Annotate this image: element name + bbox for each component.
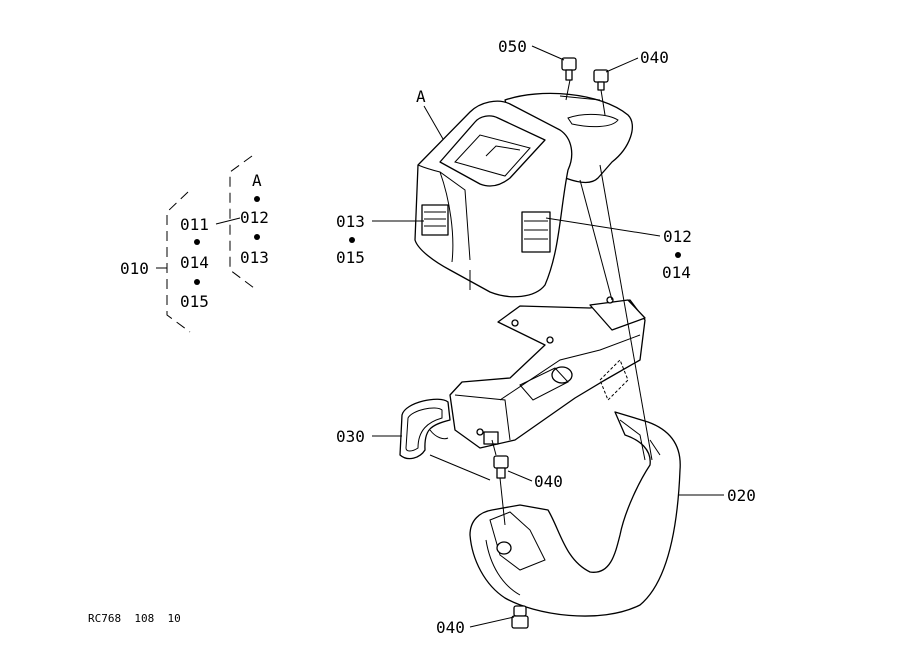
label-040-mid: 040 <box>534 472 563 491</box>
label-040-bot: 040 <box>436 618 465 637</box>
label-a-callout: A <box>416 87 426 106</box>
label-014: 014 <box>662 263 691 282</box>
legend-main-bracket <box>166 191 191 333</box>
upper-cover-part <box>414 92 633 298</box>
lower-cover-part <box>469 411 681 617</box>
legend-group-a-title: A <box>252 171 262 190</box>
bolt-040-mid <box>493 455 509 479</box>
label-012: 012 <box>663 227 692 246</box>
legend-group-a-item-1: 012 <box>240 208 269 227</box>
label-030: 030 <box>336 427 365 446</box>
bracket-frame-part <box>449 296 646 449</box>
assembly-guide-lines <box>429 79 653 526</box>
label-013: 013 <box>336 212 365 231</box>
bolt-040-bot <box>511 605 529 629</box>
callout-labels: 050 040 A 013 015 012 014 030 040 020 04… <box>336 37 756 637</box>
legend-main-id: 010 <box>120 259 149 278</box>
legend-group: A 012 013 011 014 015 010 <box>120 155 269 333</box>
label-020: 020 <box>727 486 756 505</box>
label-050: 050 <box>498 37 527 56</box>
bolt-040-top <box>593 69 609 91</box>
legend-main-item-2: 014 <box>180 253 209 272</box>
side-plate-part <box>399 398 451 460</box>
drawing-code: RC768 108 10 <box>88 612 181 625</box>
legend-main-item-1: 011 <box>180 215 209 234</box>
bolt-050 <box>561 57 577 81</box>
label-040-top: 040 <box>640 48 669 67</box>
legend-group-a-item-2: 013 <box>240 248 269 267</box>
label-015: 015 <box>336 248 365 267</box>
legend-main-item-3: 015 <box>180 292 209 311</box>
